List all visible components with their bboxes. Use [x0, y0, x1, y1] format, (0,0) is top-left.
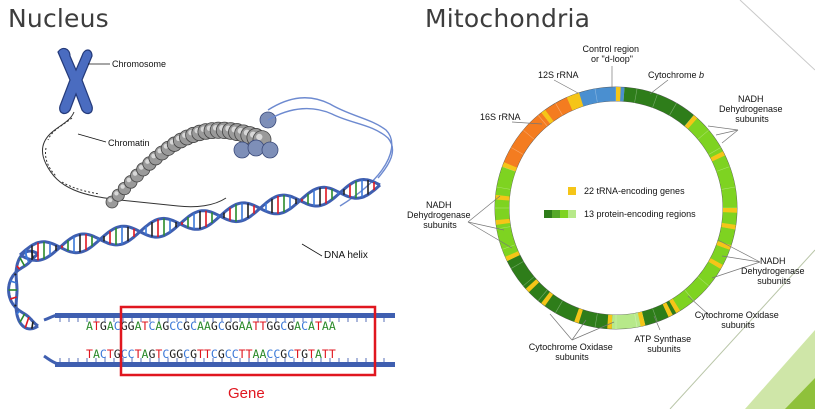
- atp-synthase-label: ATP Synthase subunits: [634, 334, 693, 354]
- nucleosome-beads: [105, 111, 279, 209]
- chromosome-label: Chromosome: [112, 59, 166, 69]
- chromatin-label: Chromatin: [108, 138, 150, 148]
- mito-legend: 22 tRNA-encoding genes 13 protein-encodi…: [544, 186, 696, 219]
- cox-bottom-label: Cytochrome Oxidase subunits: [529, 342, 616, 362]
- cox-right-label: Cytochrome Oxidase subunits: [695, 310, 782, 330]
- bottom-strand-sequence: TACTGCCTAGTCGGCGTTCGCCTTAACCGCTGTATT: [86, 347, 336, 361]
- dna-helix-label: DNA helix: [324, 250, 368, 261]
- dna-ladder: ATGACGGATCAGCCGCAAGCGGAATTGGCGACATAA TAC…: [55, 313, 395, 367]
- slide-corner-decoration: [669, 0, 815, 409]
- chromosome-shape: [57, 47, 93, 115]
- mitochondria-title: Mitochondria: [425, 4, 591, 33]
- nadh-right-label: NADH Dehydrogenase subunits: [741, 256, 807, 286]
- nadh-left-label: NADH Dehydrogenase subunits: [407, 200, 473, 230]
- leader-lines: [467, 66, 761, 341]
- 12s-rrna-label: 12S rRNA: [538, 70, 579, 80]
- gene-box: [119, 305, 377, 377]
- legend-trna-swatch: [568, 187, 576, 195]
- chromatin-coil: [42, 111, 227, 208]
- 16s-rrna-label: 16S rRNA: [480, 112, 521, 122]
- cytochrome-b-label: Cytochrome b: [648, 70, 704, 80]
- dna-double-helix: [7, 177, 381, 366]
- nadh-top-label: NADH Dehydrogenase subunits: [719, 94, 785, 124]
- nucleus-title: Nucleus: [8, 4, 109, 33]
- top-strand-sequence: ATGACGGATCAGCCGCAAGCGGAATTGGCGACATAA: [86, 319, 336, 333]
- gene-label: Gene: [228, 385, 265, 402]
- legend-trna-text: 22 tRNA-encoding genes: [584, 186, 685, 196]
- legend-protein-text: 13 protein-encoding regions: [584, 209, 696, 219]
- control-region-label: Control region or "d-loop": [582, 44, 641, 64]
